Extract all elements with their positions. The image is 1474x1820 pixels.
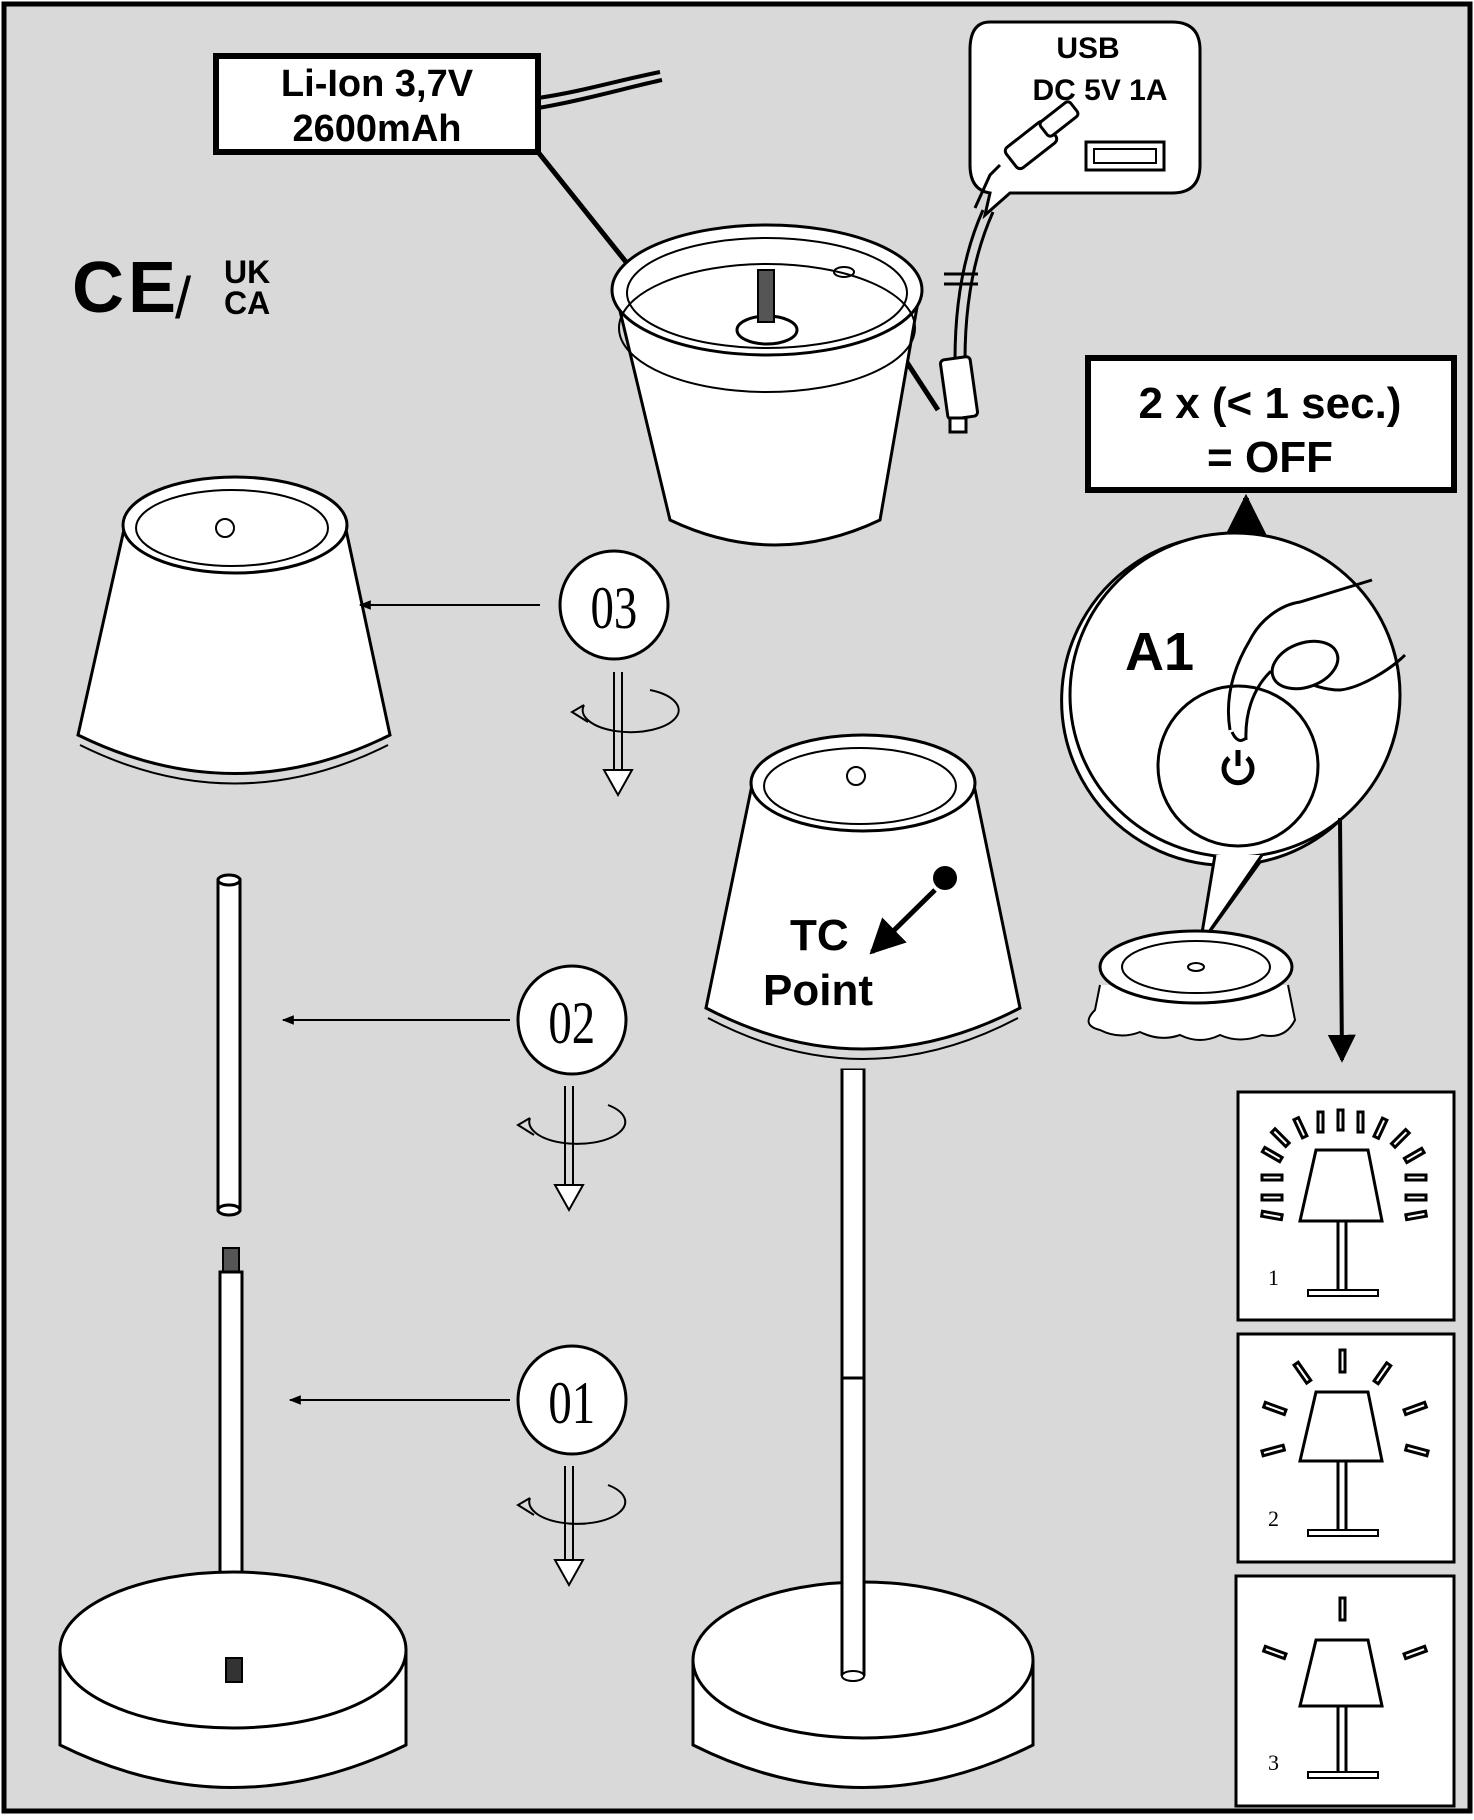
lamp-shade-part — [76, 475, 392, 785]
certification-marks: CE / UK CA — [72, 248, 270, 331]
tc-point-dot — [933, 866, 957, 890]
off-instruction-line1: 2 x (< 1 sec.) — [1139, 379, 1402, 428]
step-number: 03 — [590, 574, 637, 641]
step-number: 01 — [548, 1369, 595, 1436]
rotate-screw-icon — [516, 1466, 627, 1588]
usb-spec: DC 5V 1A — [1032, 74, 1167, 107]
power-icon — [1221, 750, 1255, 786]
brightness-level-1: 1 — [1236, 1090, 1456, 1322]
usb-title: USB — [1056, 32, 1119, 65]
usb-c-plug-icon — [973, 100, 1080, 209]
upper-pole-part — [216, 873, 242, 1217]
light-rays — [1261, 1596, 1429, 1661]
step-01: 01 — [288, 1344, 628, 1588]
tc-point-label-bottom: Point — [763, 966, 873, 1015]
brightness-level-number: 3 — [1268, 1750, 1279, 1775]
light-rays — [1259, 1108, 1429, 1222]
tc-point-label-top: TC — [790, 911, 849, 960]
brightness-level-number: 2 — [1268, 1506, 1279, 1531]
shade-touch-icon — [215, 518, 235, 538]
touch-label: A1 — [1125, 622, 1194, 682]
shade-touch-icon — [846, 766, 866, 786]
assembled-lamp: TC Point — [691, 733, 1035, 1789]
touch-callout: A1 — [1060, 531, 1407, 1063]
battery-voltage: Li-Ion 3,7V — [281, 63, 474, 105]
usb-callout: USB DC 5V 1A — [968, 20, 1202, 220]
step-03: 03 — [358, 549, 680, 798]
ce-mark-icon: CE — [72, 248, 180, 328]
battery-label: Li-Ion 3,7V 2600mAh — [213, 53, 663, 295]
hand-pointer-icon — [1226, 578, 1407, 742]
step-02: 02 — [281, 964, 628, 1213]
ukca-mark-top: UK — [224, 254, 270, 290]
light-rays — [1260, 1348, 1430, 1458]
brightness-level-number: 1 — [1268, 1265, 1279, 1290]
brightness-level-3: 3 — [1234, 1574, 1456, 1808]
step-number: 02 — [548, 989, 595, 1056]
ukca-mark-bottom: CA — [224, 285, 270, 321]
off-instruction-line2: = OFF — [1207, 433, 1333, 482]
lower-pole-base-part — [58, 1247, 408, 1789]
off-instruction: 2 x (< 1 sec.) = OFF — [1085, 355, 1457, 612]
lamp-top-small — [1087, 929, 1297, 1041]
usb-a-port-icon — [1084, 140, 1166, 172]
cert-separator: / — [175, 266, 192, 331]
battery-capacity: 2600mAh — [293, 108, 462, 150]
rotate-screw-icon — [570, 672, 680, 798]
lamp-base-charging — [610, 223, 924, 547]
brightness-level-2: 2 — [1236, 1332, 1456, 1564]
rotate-screw-icon — [516, 1086, 627, 1213]
